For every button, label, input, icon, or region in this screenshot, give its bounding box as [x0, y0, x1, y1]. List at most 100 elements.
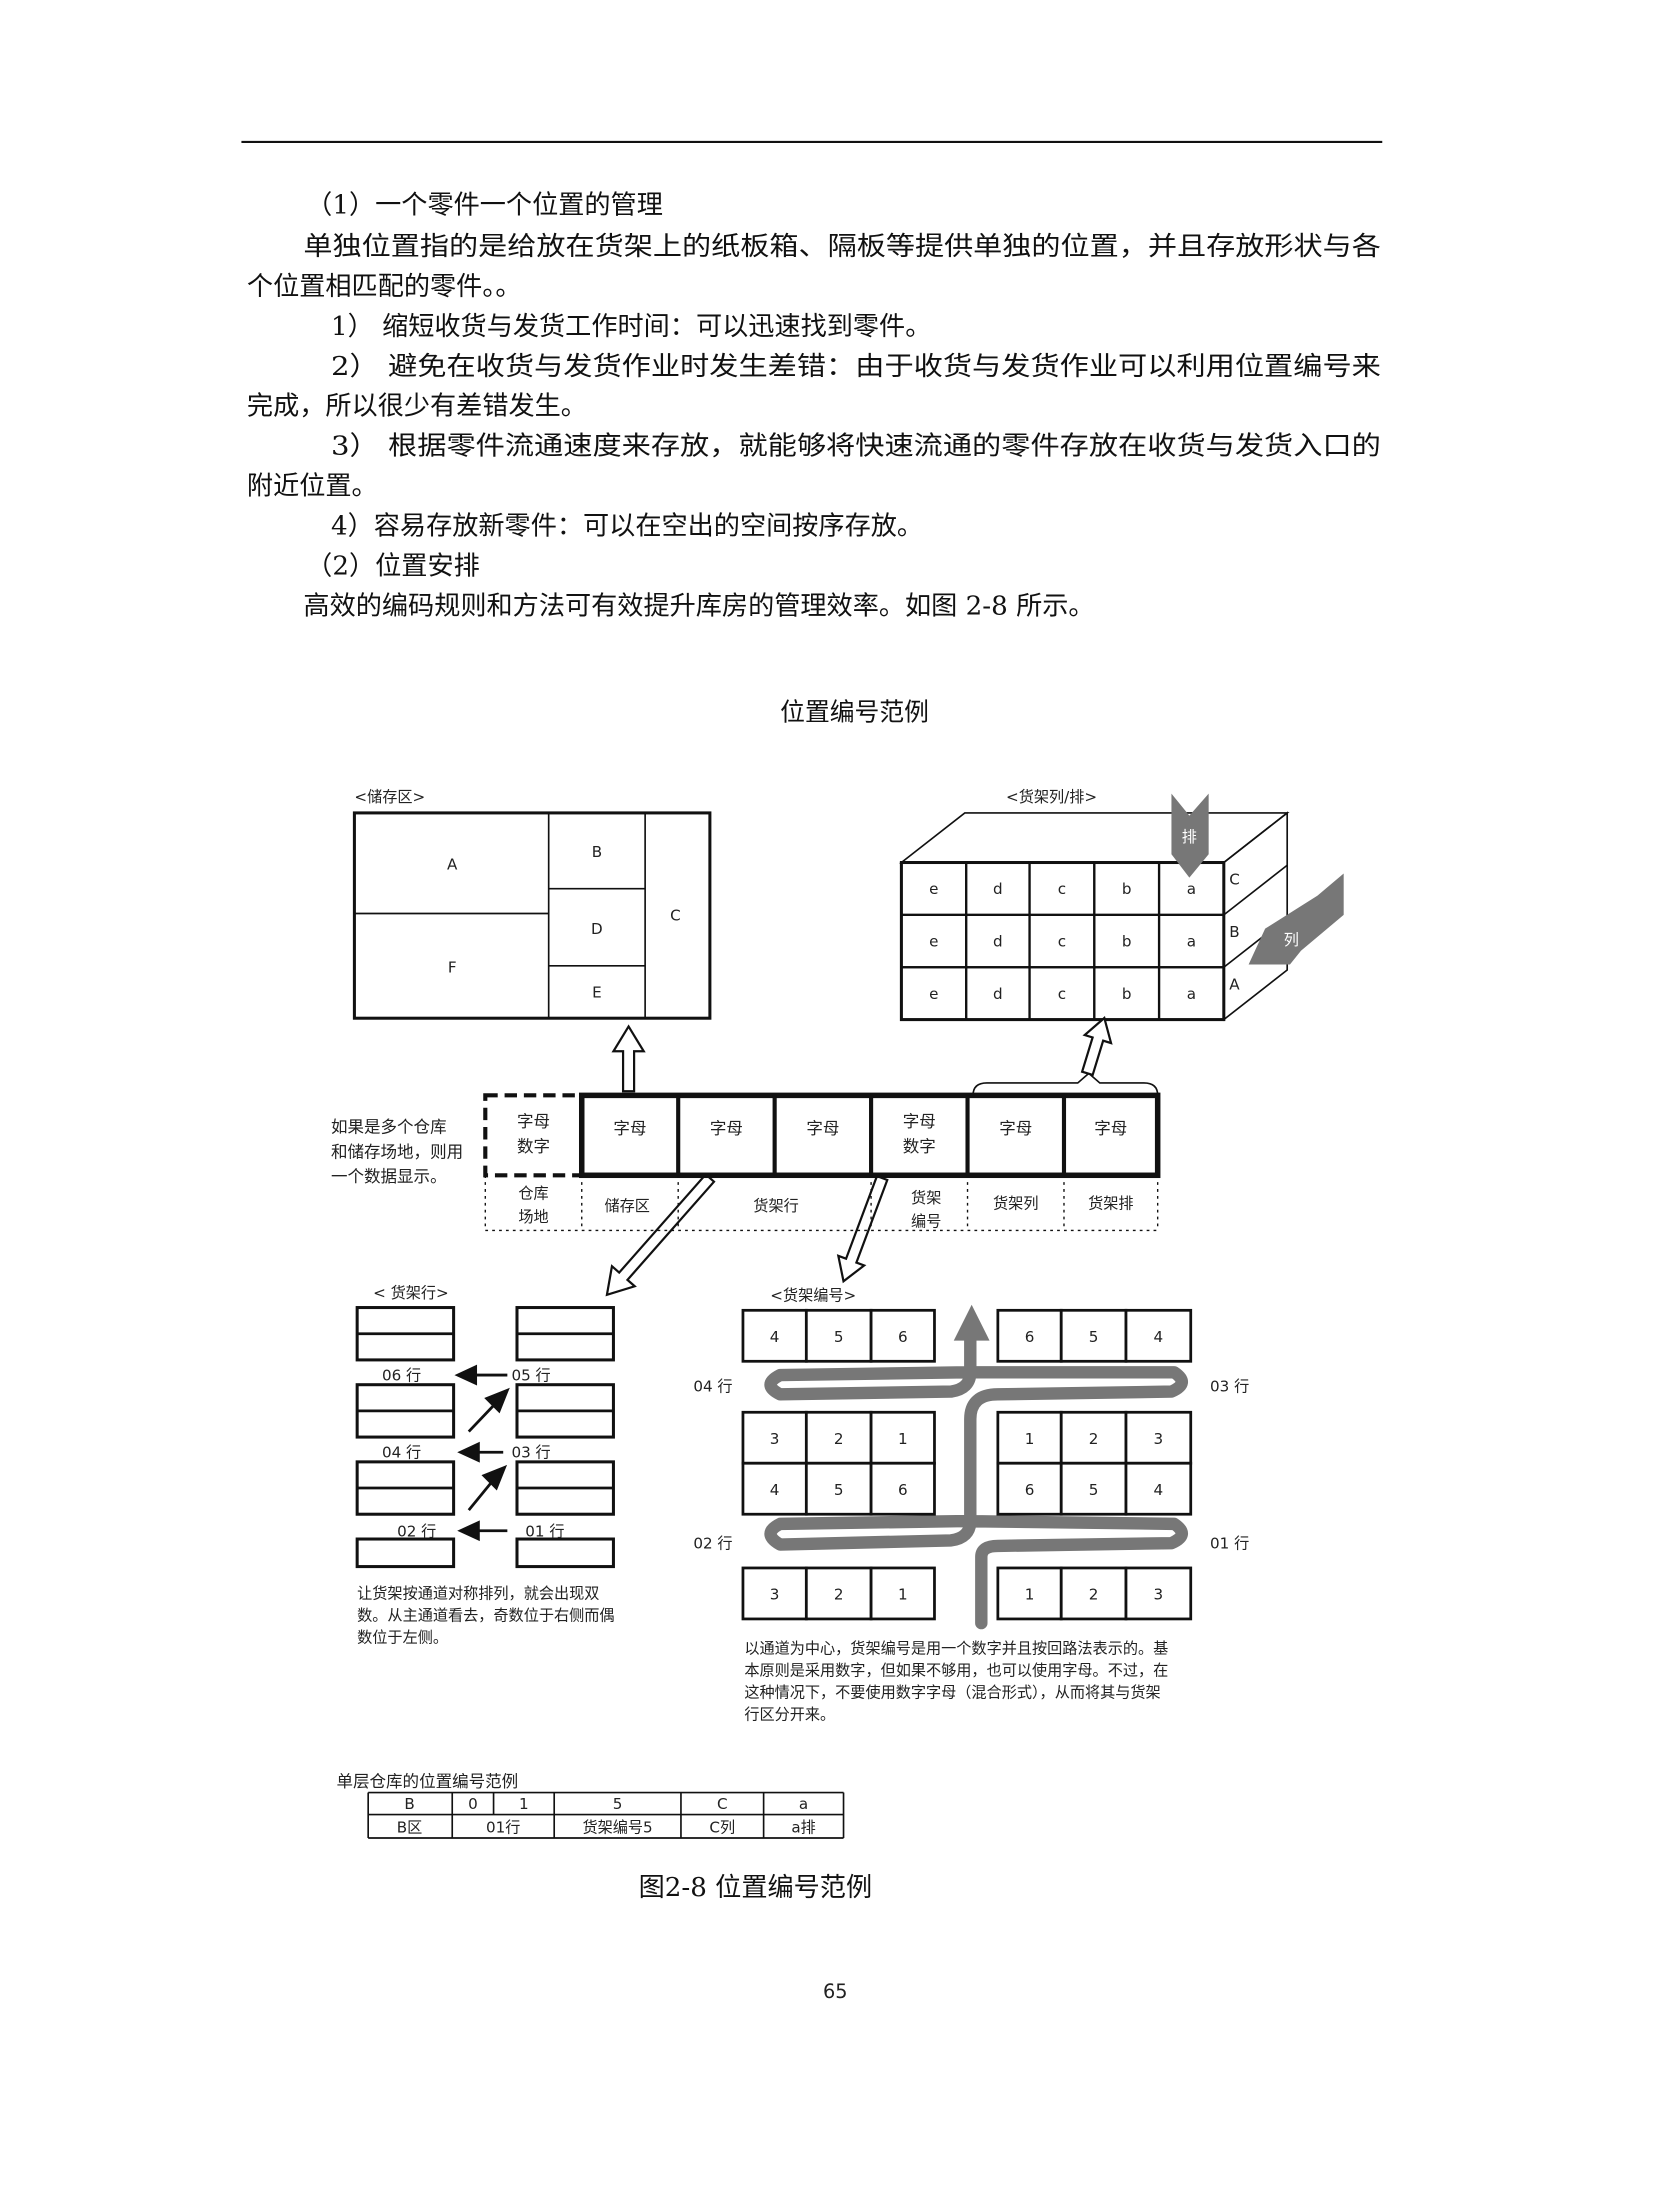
rack-level-letter: B	[1229, 923, 1239, 941]
rack-number: 1	[1025, 1430, 1035, 1448]
rack-number: 5	[1089, 1328, 1099, 1346]
code-segment-label: 编号	[911, 1212, 941, 1230]
paragraph-line: 个位置相匹配的零件。。	[247, 272, 522, 302]
row-label-02: 02 行	[397, 1522, 436, 1540]
row-label-03: 03 行	[1210, 1378, 1249, 1396]
list-item-2: 2） 避免在收货与发货作业时发生差错：由于收货与发货作业可以利用位置编号来	[331, 352, 1381, 382]
row-label-04: 04 行	[693, 1378, 732, 1396]
rack-numbers-note-line: 本原则是采用数字，但如果不够用，也可以使用字母。不过，在	[744, 1661, 1168, 1679]
code-note-line: 一个数据显示。	[331, 1167, 447, 1186]
table-cell: 货架编号5	[582, 1819, 652, 1837]
code-note-line: 和储存场地，则用	[331, 1142, 463, 1161]
row-label-05: 05 行	[511, 1367, 550, 1385]
rack-level-letter: A	[1229, 975, 1240, 993]
rack-number-cell	[741, 1410, 808, 1465]
rack-number: 3	[1154, 1586, 1164, 1604]
rack-column-letter: b	[1122, 933, 1132, 951]
storage-zone-diagram: <储存区> A F B D E C	[352, 788, 712, 1020]
rack-number-cell	[741, 1461, 808, 1516]
rack-number-cell	[996, 1308, 1063, 1363]
list-item-3: 3） 根据零件流通速度来存放，就能够将快速流通的零件存放在收货与发货入口的	[331, 432, 1381, 462]
code-segment-label: 货架排	[1088, 1194, 1133, 1212]
rack-column-letter: a	[1187, 933, 1196, 951]
rack-column-letter: d	[993, 933, 1003, 951]
rack-number: 3	[770, 1586, 780, 1604]
rack-number: 3	[770, 1430, 780, 1448]
rack-numbers-note-line: 以通道为中心，货架编号是用一个数字并且按回路法表示的。基	[744, 1639, 1168, 1657]
zone-a: A	[447, 855, 458, 873]
rack-number: 2	[1089, 1586, 1099, 1604]
rack-number: 6	[1025, 1481, 1035, 1499]
code-cell-text: 字母	[903, 1112, 936, 1131]
up-arrow-icon	[611, 1024, 646, 1093]
rack-number: 6	[1025, 1328, 1035, 1346]
zone-d: D	[591, 920, 603, 938]
code-note-line: 如果是多个仓库	[331, 1118, 447, 1137]
rack-column-letter: e	[929, 880, 938, 898]
table-cell: a排	[791, 1819, 815, 1837]
figure-title: 位置编号范例	[780, 698, 929, 727]
list-item-1: 1） 缩短收货与发货工作时间：可以迅速找到零件。	[331, 312, 931, 342]
rack-number: 2	[1089, 1430, 1099, 1448]
rack-number-cell	[1124, 1308, 1193, 1363]
storage-zone-label: <储存区>	[354, 788, 425, 806]
rack-number: 2	[834, 1430, 844, 1448]
table-cell: C列	[709, 1819, 735, 1837]
row-label-01: 01 行	[1210, 1535, 1249, 1553]
rack-column-letter: c	[1058, 933, 1066, 951]
table-cell: 5	[613, 1795, 623, 1813]
column-arrow-label: 列	[1284, 931, 1299, 949]
rack-column-letter: d	[993, 880, 1003, 898]
zone-e: E	[592, 984, 602, 1002]
rack-column-letter: e	[929, 933, 938, 951]
rack-number: 6	[898, 1328, 908, 1346]
rack-number-cell	[869, 1461, 936, 1516]
row-label-04: 04 行	[382, 1444, 421, 1462]
paragraph-line: 附近位置。	[247, 472, 378, 502]
rack-column-letter: e	[929, 985, 938, 1003]
code-segment-label: 货架行	[753, 1197, 798, 1215]
code-cell-text: 字母	[806, 1119, 839, 1138]
rack-number-cell	[869, 1566, 936, 1621]
rack-number-cell	[996, 1410, 1063, 1465]
rack-column-letter: a	[1187, 985, 1196, 1003]
rack-number-cell	[804, 1308, 873, 1363]
list-item-4: 4）容易存放新零件：可以在空出的空间按序存放。	[331, 512, 923, 542]
table-cell: B	[404, 1795, 414, 1813]
rack-number-cell	[1124, 1461, 1193, 1516]
code-cell-text: 数字	[903, 1137, 936, 1156]
rack-number: 5	[1089, 1481, 1099, 1499]
sequence-arrow-icons	[454, 1364, 510, 1542]
row-label-02: 02 行	[693, 1535, 732, 1553]
rack-column-letter: c	[1058, 985, 1066, 1003]
rack-numbers-label: <货架编号>	[770, 1287, 856, 1305]
rack-number: 1	[898, 1586, 908, 1604]
rack-column-letter: a	[1187, 880, 1196, 898]
rack-rows-note-line: 让货架按通道对称排列，就会出现双	[357, 1584, 599, 1602]
rack-number: 6	[898, 1481, 908, 1499]
rack-rows-label: < 货架行>	[373, 1284, 449, 1302]
rack-number: 3	[1154, 1430, 1164, 1448]
heading-1: （1）一个零件一个位置的管理	[306, 191, 663, 221]
rack-rows-note-line: 数位于左侧。	[357, 1628, 448, 1646]
code-segment-label: 货架	[911, 1189, 941, 1207]
rack-number-cell	[1059, 1461, 1128, 1516]
paragraph-line: 高效的编码规则和方法可有效提升库房的管理效率。如图 2-8 所示。	[303, 592, 1094, 622]
rack-number-cell	[869, 1308, 936, 1363]
rack-rows-note-line: 数。从主通道看去，奇数位于右侧而偶	[357, 1606, 614, 1624]
body-text: （1）一个零件一个位置的管理 单独位置指的是给放在货架上的纸板箱、隔板等提供单独…	[247, 191, 1381, 622]
rack-level-letter: C	[1229, 871, 1240, 889]
location-code-row: 如果是多个仓库 和储存场地，则用 一个数据显示。 字母数字字母字母字母字母数字字…	[331, 1092, 1161, 1232]
rack-number: 1	[1025, 1586, 1035, 1604]
row-label-01: 01 行	[525, 1522, 564, 1540]
code-cell-text: 字母	[999, 1119, 1032, 1138]
loop-route-path	[764, 1333, 1188, 1630]
rack-3d-label: <货架列/排>	[1006, 788, 1097, 806]
rack-numbers-note-line: 这种情况下，不要使用数字字母（混合形式），从而将其与货架	[744, 1683, 1160, 1701]
code-cell-text: 字母	[710, 1119, 743, 1138]
rack-column-letter: c	[1058, 880, 1066, 898]
rack-number: 4	[770, 1481, 780, 1499]
